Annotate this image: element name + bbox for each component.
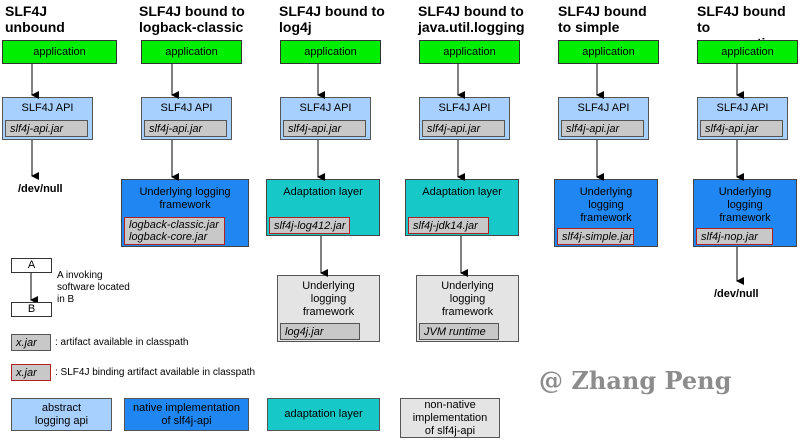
underlying-framework-label: Underlying logging framework [302, 280, 355, 318]
legend-artifact-jar: x.jar [11, 334, 51, 351]
slf4j-api-jar: slf4j-api.jar [561, 120, 644, 137]
column-title-logback: SLF4J bound to logback-classic [139, 3, 245, 35]
slf4j-api-box-simple: SLF4J API slf4j-api.jar [558, 97, 649, 140]
slf4j-api-label: SLF4J API [160, 102, 213, 114]
slf4j-api-jar: slf4j-api.jar [283, 120, 366, 137]
slf4j-api-label: SLF4J API [21, 102, 74, 114]
underlying-framework-box-jul: Underlying logging framework JVM runtime [416, 275, 519, 342]
binding-jar: slf4j-nop.jar [696, 228, 773, 245]
slf4j-api-box-unbound: SLF4J API slf4j-api.jar [2, 97, 93, 140]
legend-abstract-api: abstract logging api [11, 398, 112, 431]
slf4j-api-jar: slf4j-api.jar [144, 120, 227, 137]
adaptation-layer-label: Adaptation layer [422, 186, 502, 198]
application-box-log4j: application [280, 40, 381, 64]
legend-nonnative-impl: non-native implementation of slf4j-api [400, 398, 500, 438]
native-impl-label: Underlying logging framework [139, 186, 231, 211]
slf4j-api-box-jul: SLF4J API slf4j-api.jar [419, 97, 510, 140]
native-impl-box-logback: Underlying logging framework logback-cla… [121, 179, 249, 247]
underlying-framework-box-log4j: Underlying logging framework log4j.jar [277, 275, 380, 342]
artifact-jar: JVM runtime [419, 323, 499, 340]
native-impl-label: Underlying logging framework [579, 186, 633, 224]
column-title-unbound: SLF4J unbound [5, 3, 65, 35]
devnull-label-unbound: /dev/null [18, 183, 63, 195]
slf4j-api-label: SLF4J API [438, 102, 491, 114]
column-title-log4j: SLF4J bound to log4j [279, 3, 385, 35]
slf4j-api-box-log4j: SLF4J API slf4j-api.jar [280, 97, 371, 140]
legend-b-box: B [11, 302, 52, 317]
legend-adaptation-layer: adaptation layer [267, 398, 380, 431]
binding-jar: logback-classic.jar logback-core.jar [124, 217, 225, 245]
column-title-jul: SLF4J bound to java.util.logging [418, 3, 525, 35]
binding-jar: slf4j-jdk14.jar [408, 217, 489, 234]
artifact-jar: log4j.jar [280, 323, 360, 340]
native-impl-box-simple: Underlying logging framework slf4j-simpl… [554, 179, 658, 247]
slf4j-api-jar: slf4j-api.jar [422, 120, 505, 137]
adaptation-layer-box-log4j: Adaptation layer slf4j-log412.jar [266, 179, 380, 236]
application-box-logback: application [141, 40, 242, 64]
slf4j-api-label: SLF4J API [577, 102, 630, 114]
legend-binding-jar: x.jar [11, 364, 51, 381]
legend-artifact-text: : artifact available in classpath [55, 337, 189, 348]
adaptation-layer-label: Adaptation layer [283, 186, 363, 198]
native-impl-box-nop: Underlying logging framework slf4j-nop.j… [693, 179, 797, 247]
devnull-label-nop: /dev/null [714, 288, 759, 300]
legend-binding-text: : SLF4J binding artifact available in cl… [55, 367, 256, 378]
legend-a-box: A [11, 258, 52, 273]
application-box-simple: application [558, 40, 659, 64]
application-box-jul: application [419, 40, 520, 64]
application-box-nop: application [697, 40, 798, 64]
watermark: @ Zhang Peng [539, 366, 732, 395]
native-impl-label: Underlying logging framework [718, 186, 772, 224]
application-box-unbound: application [2, 40, 117, 64]
slf4j-api-label: SLF4J API [716, 102, 769, 114]
slf4j-api-label: SLF4J API [299, 102, 352, 114]
slf4j-api-jar: slf4j-api.jar [700, 120, 783, 137]
column-title-simple: SLF4J bound to simple [558, 3, 647, 35]
slf4j-api-box-logback: SLF4J API slf4j-api.jar [141, 97, 232, 140]
legend-native-impl: native implementation of slf4j-api [124, 398, 249, 431]
binding-jar: slf4j-simple.jar [557, 228, 634, 245]
underlying-framework-label: Underlying logging framework [441, 280, 494, 318]
binding-jar: slf4j-log412.jar [269, 217, 350, 234]
legend-invoke-text: A invoking software located in B [57, 270, 130, 305]
slf4j-api-jar: slf4j-api.jar [5, 120, 88, 137]
